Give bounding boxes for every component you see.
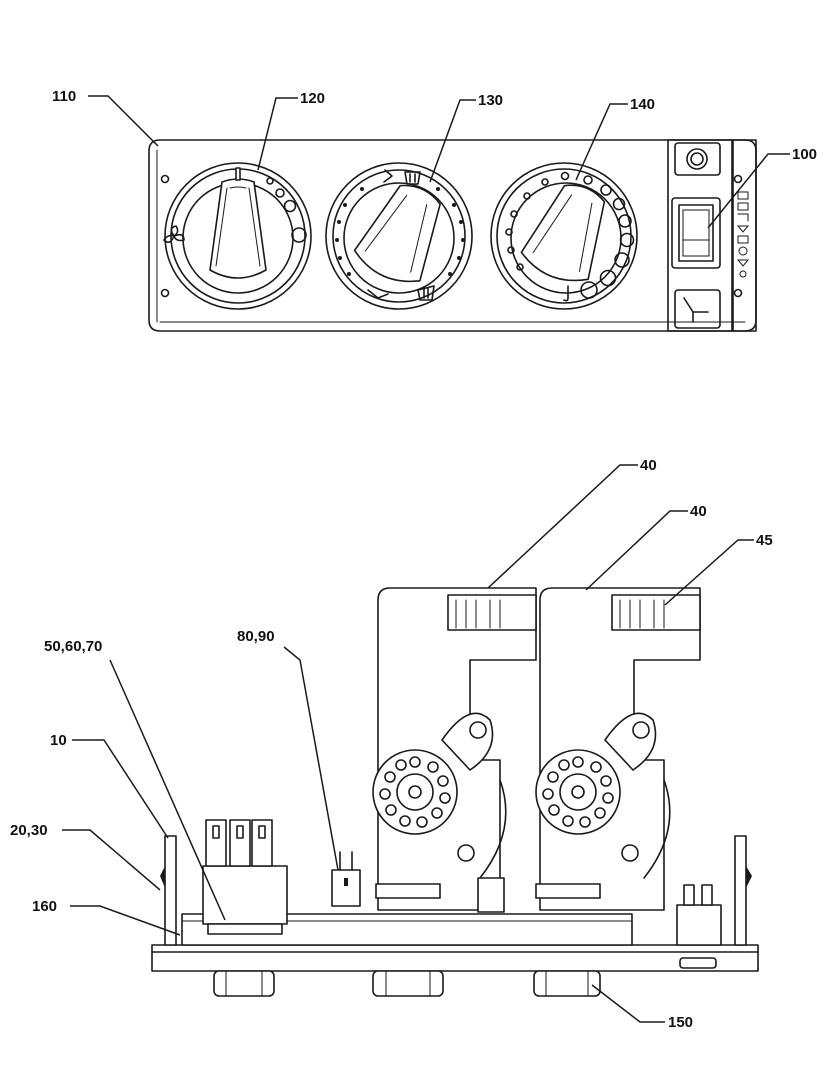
base-plate	[151, 944, 759, 972]
actuator-left	[372, 587, 537, 913]
dial-dots	[335, 187, 465, 276]
label-10: 10	[50, 732, 67, 749]
small-connector	[331, 851, 361, 907]
label-150: 150	[668, 1014, 693, 1031]
label-110: 110	[52, 88, 76, 105]
windshield-icon	[404, 171, 421, 185]
temperature-knob	[490, 162, 638, 310]
switch-module	[667, 139, 757, 332]
left-bracket	[164, 835, 177, 946]
actuator-right	[535, 587, 701, 911]
label-45: 45	[756, 532, 773, 549]
label-130: 130	[478, 92, 503, 109]
label-160: 160	[32, 898, 57, 915]
right-connector	[676, 884, 722, 946]
label-120: 120	[300, 90, 325, 107]
label-40-mid: 40	[690, 503, 707, 520]
leader-lines	[62, 95, 790, 1023]
label-40-top: 40	[640, 457, 657, 474]
label-100: 100	[792, 146, 817, 163]
label-50-60-70: 50,60,70	[44, 638, 102, 655]
knob-shafts	[213, 957, 717, 997]
fan-knob	[163, 162, 312, 310]
assembly-view	[151, 587, 759, 997]
right-bracket	[734, 835, 747, 946]
fan-icon	[163, 225, 185, 244]
label-80-90: 80,90	[237, 628, 275, 645]
defrost-icon	[417, 285, 435, 301]
face-vent-icon	[383, 169, 393, 183]
reference-labels: 110 120 130 140 100 40 40 45 50,60,70 80…	[10, 88, 817, 1031]
front-panel-view	[148, 139, 757, 332]
relay-block	[202, 819, 288, 935]
thermometer-icon	[563, 285, 569, 302]
label-140: 140	[630, 96, 655, 113]
label-20-30: 20,30	[10, 822, 48, 839]
foot-vent-icon	[367, 289, 389, 299]
air-distribution-knob	[325, 162, 473, 310]
symbol-strip	[736, 191, 750, 278]
